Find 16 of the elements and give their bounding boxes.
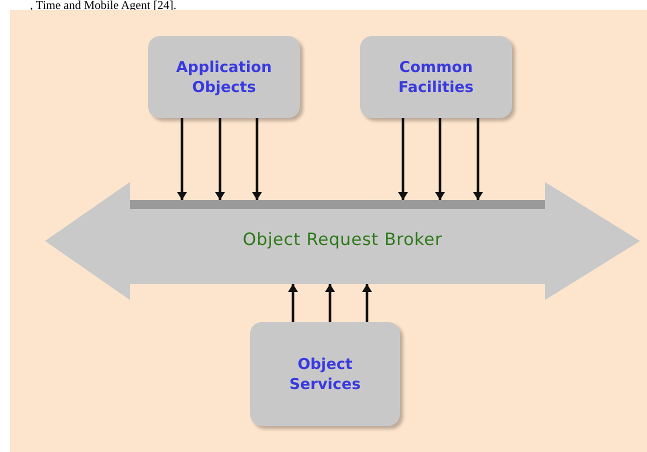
node-label: Object Request Broker bbox=[242, 229, 442, 252]
component-box bbox=[250, 322, 400, 426]
arrow bbox=[215, 118, 225, 200]
node-label: Common Facilities bbox=[397, 57, 475, 97]
arrow bbox=[288, 284, 298, 322]
arrow bbox=[177, 118, 187, 200]
arrow bbox=[473, 118, 483, 200]
node-label: Application Objects bbox=[175, 57, 273, 97]
arrow bbox=[362, 284, 372, 322]
arrow bbox=[325, 284, 335, 322]
arrow bbox=[252, 118, 262, 200]
arrow bbox=[435, 118, 445, 200]
node-label: Object Services bbox=[288, 354, 362, 394]
component-box bbox=[148, 36, 300, 118]
arrow bbox=[398, 118, 408, 200]
component-box bbox=[360, 36, 512, 118]
